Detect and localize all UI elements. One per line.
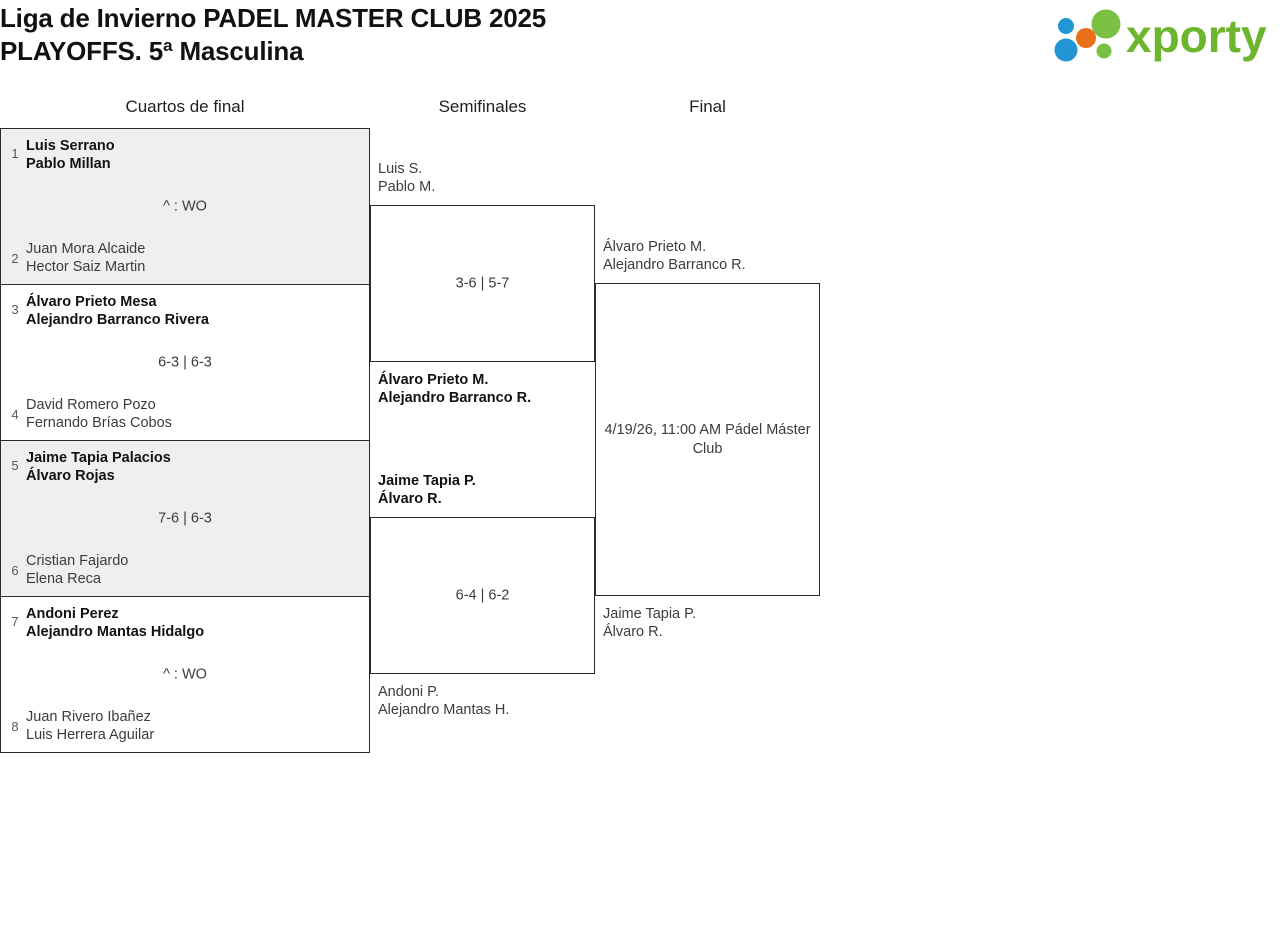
match-quarterfinal-2[interactable]: 3 Álvaro Prieto Mesa Alejandro Barranco … xyxy=(0,284,370,441)
team-bottom[interactable]: Cristian Fajardo Elena Reca xyxy=(26,553,129,587)
team-top[interactable]: Luis S. Pablo M. xyxy=(378,161,436,195)
seed-number: 3 xyxy=(11,302,19,317)
logo-wordmark: xporty xyxy=(1126,10,1267,62)
match-semifinal-1[interactable]: Luis S. Pablo M. 3-6 | 5-7 Álvaro Prieto… xyxy=(370,161,595,406)
match-score: 6-4 | 6-2 xyxy=(455,587,510,603)
team-bottom[interactable]: Juan Mora Alcaide Hector Saiz Martin xyxy=(26,241,146,275)
seed-number: 7 xyxy=(11,614,19,629)
team-bottom[interactable]: Álvaro Prieto M. Alejandro Barranco R. xyxy=(378,372,532,406)
round-header-final: Final xyxy=(689,97,726,116)
team-bottom[interactable]: Andoni P. Alejandro Mantas H. xyxy=(378,684,510,718)
logo-dot-blue-large xyxy=(1054,38,1078,62)
seed-number: 1 xyxy=(11,146,19,161)
logo-dot-orange xyxy=(1076,28,1096,48)
seed-number: 6 xyxy=(11,563,19,578)
match-score: 3-6 | 5-7 xyxy=(455,275,510,291)
round-header-quarterfinals: Cuartos de final xyxy=(125,97,245,116)
team-top[interactable]: Jaime Tapia Palacios Álvaro Rojas xyxy=(26,450,171,484)
match-score: 7-6 | 6-3 xyxy=(158,510,212,526)
team-top[interactable]: Álvaro Prieto Mesa Alejandro Barranco Ri… xyxy=(26,294,209,328)
match-quarterfinal-4[interactable]: 7 Andoni Perez Alejandro Mantas Hidalgo … xyxy=(0,596,370,753)
team-bottom[interactable]: Juan Rivero Ibañez Luis Herrera Aguilar xyxy=(26,709,155,743)
match-quarterfinal-1[interactable]: 1 Luis Serrano Pablo Millan ^ : WO 2 Jua… xyxy=(0,128,370,285)
seed-number: 4 xyxy=(11,407,19,422)
connector-sf2-to-final xyxy=(595,595,610,596)
team-top[interactable]: Jaime Tapia P. Álvaro R. xyxy=(378,473,476,507)
xporty-logo[interactable]: xporty xyxy=(1050,6,1276,66)
seed-number: 8 xyxy=(11,719,19,734)
match-score: ^ : WO xyxy=(163,198,207,214)
page-title: Liga de Invierno PADEL MASTER CLUB 2025 … xyxy=(0,3,547,66)
match-final[interactable]: Álvaro Prieto M. Alejandro Barranco R. 4… xyxy=(595,239,820,640)
connector-sf1-to-final xyxy=(595,283,610,284)
team-top[interactable]: Álvaro Prieto M. Alejandro Barranco R. xyxy=(603,239,746,273)
logo-dot-green-small xyxy=(1096,43,1112,59)
team-top[interactable]: Luis Serrano Pablo Millan xyxy=(26,138,115,172)
seed-number: 5 xyxy=(11,458,19,473)
match-score: 6-3 | 6-3 xyxy=(158,354,212,370)
team-bottom[interactable]: Jaime Tapia P. Álvaro R. xyxy=(603,606,696,640)
match-semifinal-2[interactable]: Jaime Tapia P. Álvaro R. 6-4 | 6-2 Andon… xyxy=(370,473,595,718)
round-header-semifinals: Semifinales xyxy=(438,97,527,116)
match-quarterfinal-3[interactable]: 5 Jaime Tapia Palacios Álvaro Rojas 7-6 … xyxy=(0,440,370,597)
match-schedule: 4/19/26, 11:00 AM Pádel Máster Club xyxy=(604,421,811,457)
team-bottom[interactable]: David Romero Pozo Fernando Brías Cobos xyxy=(26,397,172,431)
team-top[interactable]: Andoni Perez Alejandro Mantas Hidalgo xyxy=(26,606,205,640)
logo-dot-green-large xyxy=(1091,9,1121,39)
seed-number: 2 xyxy=(11,251,19,266)
logo-dot-blue-small xyxy=(1058,18,1074,34)
match-score: ^ : WO xyxy=(163,666,207,682)
